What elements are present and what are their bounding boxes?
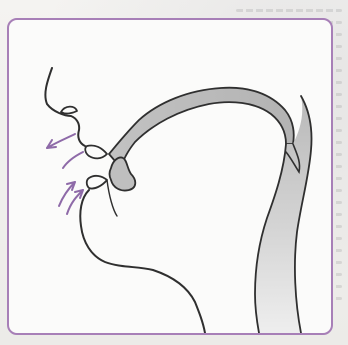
lower-lip — [87, 176, 107, 189]
diagram-frame — [7, 18, 333, 335]
palate-airway — [109, 88, 294, 168]
nostril — [61, 107, 77, 114]
chin-and-neck — [80, 190, 205, 333]
vocal-tract-diagram — [9, 20, 331, 333]
upper-lip — [85, 145, 107, 158]
incoming-air-arrow-icon — [59, 182, 83, 214]
tongue-tip — [110, 157, 136, 190]
